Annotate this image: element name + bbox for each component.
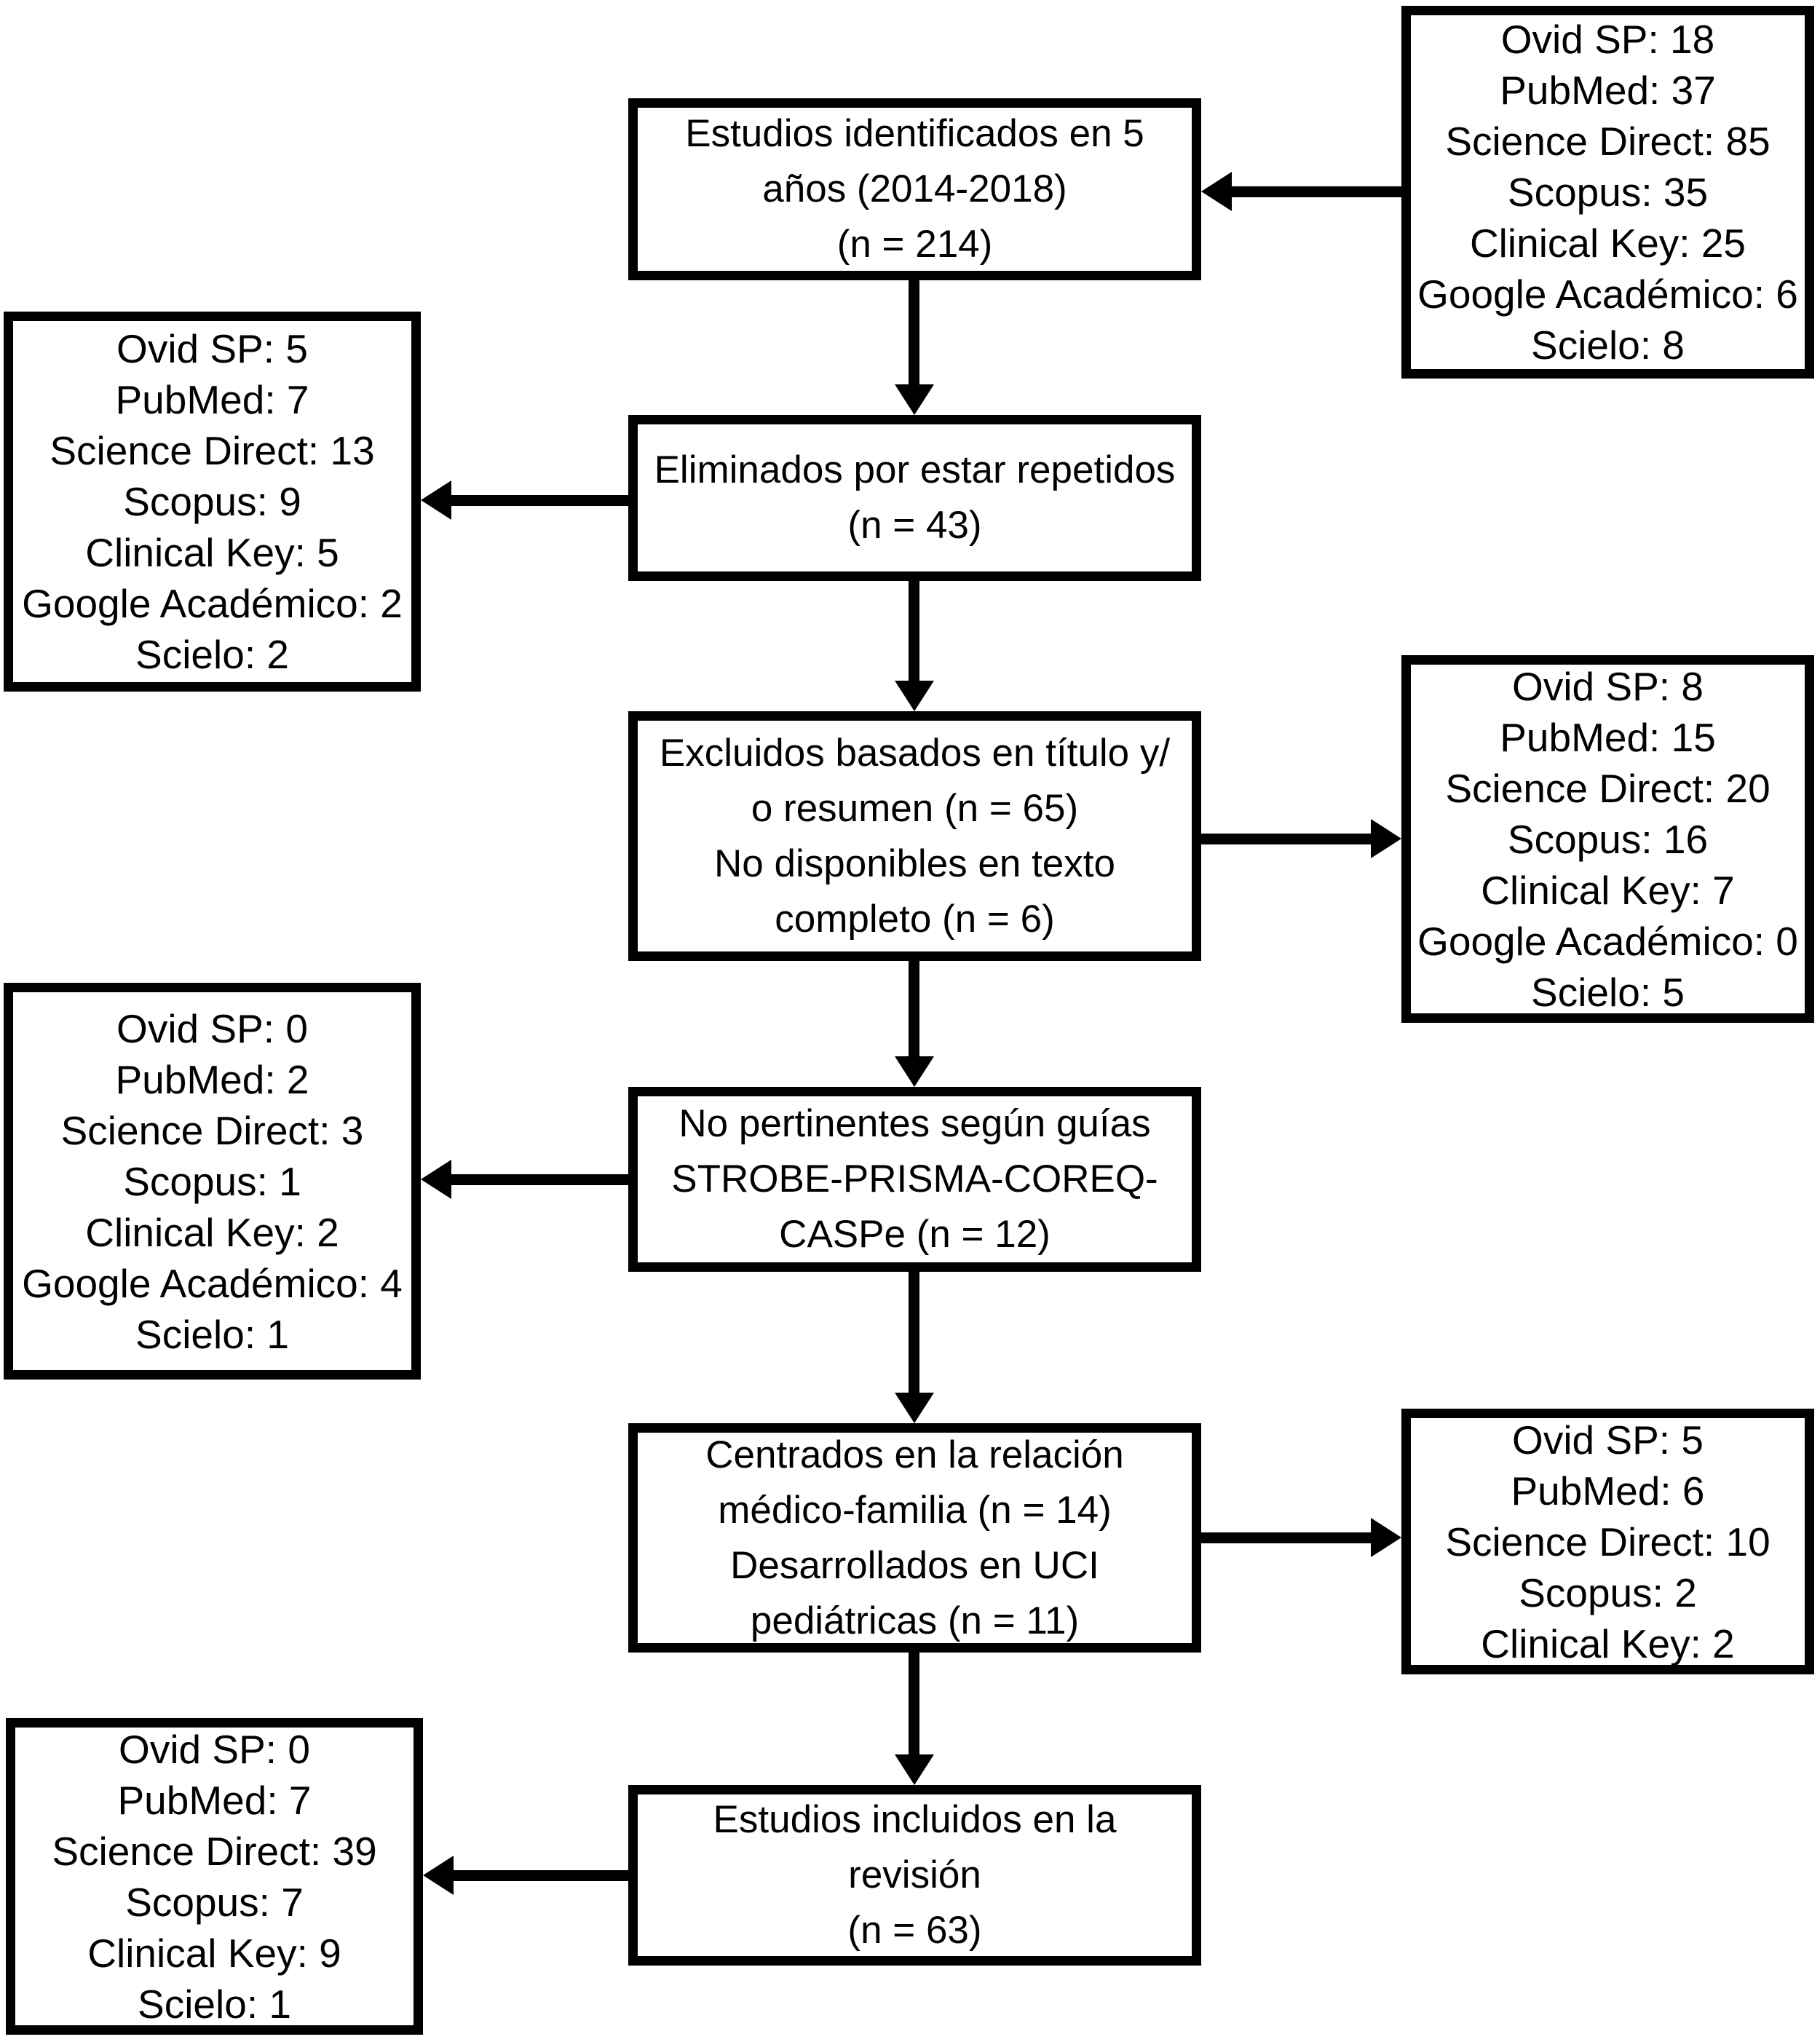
box-text-line: Scielo: 1 [138, 1981, 291, 2027]
arrowhead-right-icon [1371, 1518, 1401, 1557]
box-text-line: Ovid SP: 0 [119, 1726, 310, 1772]
box-text-line: Science Direct: 3 [60, 1107, 364, 1153]
arrow-line [909, 579, 919, 685]
box-estudios-identificados: Estudios identificados en 5 años (2014-2… [628, 98, 1201, 280]
box-centrados-relacion: Centrados en la relación médico-familia … [628, 1423, 1201, 1653]
box-fuentes-centrados: Ovid SP: 5 PubMed: 6 Science Direct: 10 … [1401, 1409, 1814, 1674]
box-text-line: Eliminados por estar repetidos [654, 448, 1176, 491]
arrowhead-down-icon [895, 1056, 934, 1087]
arrow-line [451, 1870, 628, 1881]
box-text-line: PubMed: 7 [117, 1777, 312, 1823]
box-text-line: Ovid SP: 0 [116, 1005, 308, 1051]
box-text-line: Google Académico: 6 [1417, 272, 1798, 317]
arrowhead-left-icon [1201, 172, 1232, 211]
box-excluidos-titulo-resumen: Excluidos basados en título y/ o resumen… [628, 711, 1201, 961]
box-text-line: Scielo: 2 [135, 632, 289, 677]
box-text-line: Scielo: 8 [1531, 322, 1685, 368]
box-text-line: Clinical Key: 25 [1469, 221, 1746, 266]
box-text-line: Science Direct: 10 [1445, 1519, 1770, 1564]
box-text-line: Scielo: 1 [135, 1311, 289, 1357]
box-text-line: PubMed: 7 [115, 377, 309, 422]
box-text-line: No pertinentes según guías [678, 1102, 1151, 1145]
box-text-line: PubMed: 15 [1500, 714, 1716, 760]
box-fuentes-repetidos: Ovid SP: 5 PubMed: 7 Science Direct: 13 … [4, 312, 421, 692]
box-text-line: Ovid SP: 18 [1500, 17, 1715, 62]
box-text-line: completo (n = 6) [775, 897, 1055, 941]
box-text-line: Desarrollados en UCI [730, 1543, 1099, 1587]
arrow-line [1201, 1532, 1374, 1543]
box-text-line: Google Académico: 4 [22, 1260, 403, 1306]
box-fuentes-excluidos: Ovid SP: 8 PubMed: 15 Science Direct: 20… [1401, 655, 1814, 1023]
box-text-line: No disponibles en texto [714, 842, 1115, 885]
arrowhead-left-icon [423, 1856, 454, 1895]
box-text-line: Science Direct: 20 [1445, 765, 1770, 811]
box-text-line: Ovid SP: 5 [1512, 1417, 1704, 1463]
box-text-line: o resumen (n = 65) [751, 786, 1079, 830]
box-text-line: Estudios identificados en 5 [685, 112, 1144, 155]
box-text-line: Estudios incluidos en la [713, 1798, 1117, 1841]
arrowhead-left-icon [421, 1160, 451, 1199]
box-text-line: Scopus: 9 [123, 479, 301, 524]
box-text-line: Scopus: 2 [1519, 1570, 1697, 1615]
box-text-line: años (2014-2018) [762, 167, 1067, 210]
box-text-line: Scopus: 7 [125, 1879, 304, 1925]
box-text-line: pediátricas (n = 11) [750, 1599, 1080, 1642]
arrow-line [1229, 186, 1401, 197]
box-text-line: Clinical Key: 2 [85, 1209, 339, 1255]
box-text-line: Science Direct: 39 [52, 1828, 377, 1874]
box-text-line: Science Direct: 85 [1445, 119, 1770, 164]
box-text-line: Google Académico: 2 [22, 581, 403, 626]
box-text-line: Clinical Key: 2 [1481, 1620, 1735, 1666]
box-text-line: PubMed: 2 [115, 1056, 309, 1102]
arrowhead-down-icon [895, 384, 934, 415]
arrow-line [909, 1270, 919, 1396]
box-eliminados-repetidos: Eliminados por estar repetidos (n = 43) [628, 415, 1201, 581]
box-text-line: (n = 63) [847, 1909, 982, 1952]
arrow-line [909, 1651, 919, 1757]
box-text-line: Scopus: 16 [1507, 816, 1709, 862]
box-text-line: Clinical Key: 7 [1481, 867, 1735, 913]
box-text-line: Scopus: 1 [123, 1158, 301, 1204]
arrowhead-left-icon [421, 480, 451, 520]
arrowhead-down-icon [895, 1393, 934, 1423]
box-text-line: médico-familia (n = 14) [718, 1488, 1112, 1532]
box-text-line: Science Direct: 13 [50, 428, 375, 473]
box-text-line: STROBE-PRISMA-COREQ- [671, 1157, 1158, 1200]
box-text-line: Google Académico: 0 [1417, 918, 1798, 964]
box-no-pertinentes-guias: No pertinentes según guías STROBE-PRISMA… [628, 1087, 1201, 1272]
box-text-line: Ovid SP: 8 [1512, 663, 1704, 709]
arrow-line [448, 495, 628, 506]
box-fuentes-incluidos: Ovid SP: 0 PubMed: 7 Science Direct: 39 … [6, 1718, 423, 2035]
arrow-line [448, 1174, 628, 1185]
box-text-line: PubMed: 37 [1500, 68, 1716, 113]
box-estudios-incluidos: Estudios incluidos en la revisión (n = 6… [628, 1785, 1201, 1966]
box-text-line: Centrados en la relación [705, 1433, 1124, 1476]
box-text-line: revisión [848, 1853, 981, 1896]
arrowhead-down-icon [895, 1754, 934, 1785]
box-text-line: Scielo: 5 [1531, 969, 1685, 1015]
box-text-line: (n = 214) [836, 223, 993, 266]
box-text-line: Scopus: 35 [1507, 170, 1709, 215]
arrowhead-down-icon [895, 681, 934, 711]
box-text-line: CASPe (n = 12) [779, 1213, 1051, 1256]
box-text-line: PubMed: 6 [1511, 1468, 1705, 1513]
arrow-line [1201, 834, 1374, 844]
box-text-line: Clinical Key: 9 [87, 1930, 341, 1976]
arrow-line [909, 279, 919, 388]
box-text-line: (n = 43) [847, 504, 982, 547]
box-text-line: Excluidos basados en título y/ [659, 731, 1171, 775]
arrow-line [909, 959, 919, 1059]
arrowhead-right-icon [1371, 819, 1401, 858]
box-fuentes-identificados: Ovid SP: 18 PubMed: 37 Science Direct: 8… [1401, 6, 1814, 379]
box-text-line: Ovid SP: 5 [116, 326, 308, 371]
box-fuentes-no-pertinentes: Ovid SP: 0 PubMed: 2 Science Direct: 3 S… [4, 983, 421, 1380]
box-text-line: Clinical Key: 5 [85, 530, 339, 575]
